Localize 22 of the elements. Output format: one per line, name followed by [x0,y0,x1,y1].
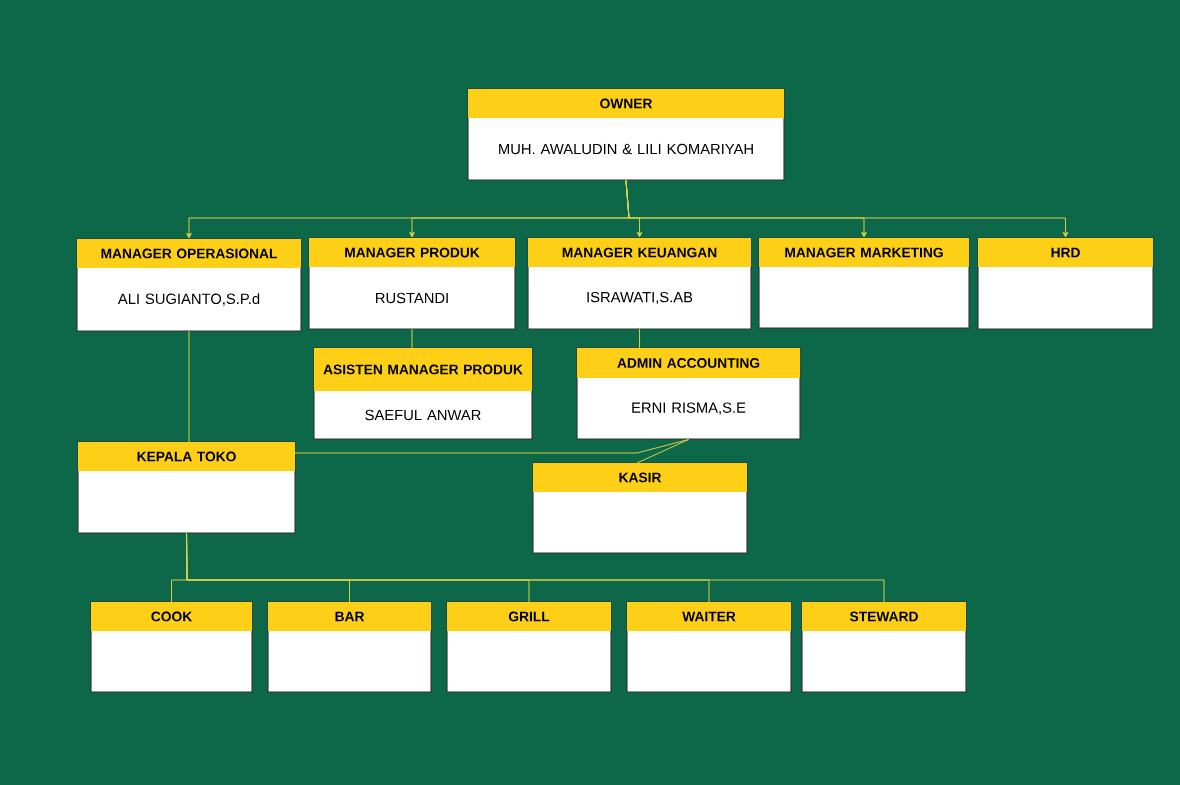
org-box: MANAGER OPERASIONAL ALI SUGIANTO,S.P.d [76,238,302,332]
connector-line [636,439,689,464]
connector-line [294,439,689,454]
org-box: ADMIN ACCOUNTING ERNI RISMA,S.E [576,347,801,440]
org-box: KASIR [532,462,748,554]
org-box: COOK [90,601,253,693]
org-box: GRILL [446,601,612,693]
org-box: OWNER MUH. AWALUDIN & LILI KOMARIYAH [467,88,785,181]
connector-line [411,328,413,349]
connector-line [625,180,1069,238]
org-box: HRD [977,237,1154,330]
org-box: MANAGER PRODUK RUSTANDI [308,237,516,330]
connector-line [186,533,885,603]
org-box: MANAGER KEUANGAN ISRAWATI,S.AB [527,237,752,330]
org-box: STEWARD [801,601,967,693]
connector-line [188,330,190,443]
org-box: BAR [267,601,432,693]
org-box: MANAGER MARKETING [758,237,970,329]
connector-line [639,328,640,349]
org-box: WAITER [626,601,792,693]
org-box: ASISTEN MANAGER PRODUK SAEFUL ANWAR [313,347,533,440]
org-box: KEPALA TOKO [77,441,296,534]
